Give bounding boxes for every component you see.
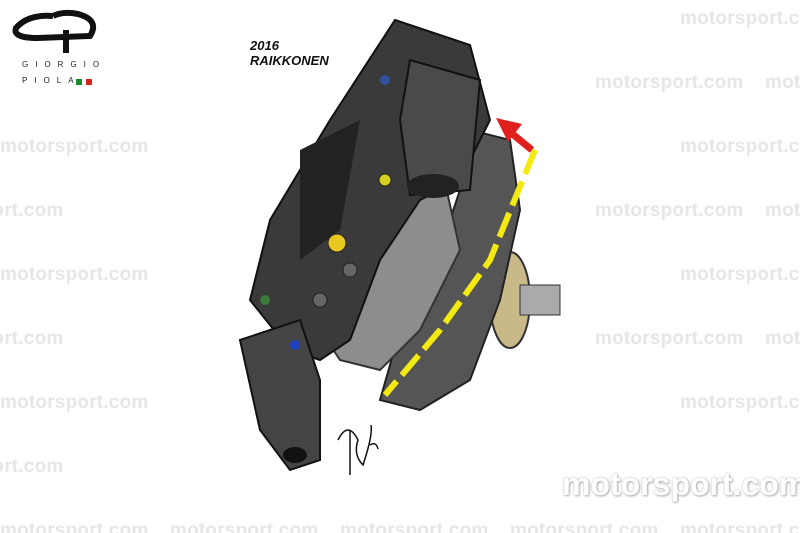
watermark-text: motorsport.com bbox=[0, 328, 64, 349]
watermark-text: motorsport.com bbox=[765, 200, 800, 221]
watermark-text: motorsport.com bbox=[595, 328, 744, 349]
watermark-text: motorsport.com bbox=[170, 520, 319, 533]
caption-driver: RAIKKONEN bbox=[250, 53, 329, 68]
display-screen bbox=[300, 120, 360, 260]
watermark-text: motorsport.com bbox=[765, 72, 800, 93]
watermark-text: motorsport.com bbox=[0, 136, 149, 157]
flag-green bbox=[76, 79, 82, 85]
watermark-text: motorsport.com bbox=[680, 136, 800, 157]
watermark-text: motorsport.com bbox=[0, 520, 149, 533]
watermark-text: motorsport.com bbox=[765, 328, 800, 349]
watermark-text: motorsport.com bbox=[680, 520, 800, 533]
gp-logo-mark bbox=[12, 9, 96, 53]
artist-signature bbox=[337, 424, 379, 475]
caption-year: 2016 bbox=[250, 38, 279, 53]
watermark-text: motorsport.com bbox=[680, 264, 800, 285]
watermark-text: motorsport.com bbox=[0, 200, 64, 221]
logo-line1: GIORGIO bbox=[22, 60, 107, 69]
highlight-line bbox=[382, 148, 538, 397]
caption: 2016 RAIKKONEN bbox=[250, 38, 329, 68]
left-grip bbox=[238, 318, 321, 472]
arrow-icon bbox=[496, 118, 535, 153]
watermark-text: motorsport.com bbox=[510, 520, 659, 533]
watermark-text: motorsport.com bbox=[595, 72, 744, 93]
watermark-text: motorsport.com bbox=[0, 264, 149, 285]
watermark-text: motorsport.com bbox=[0, 392, 149, 413]
giorgio-piola-logo: GIORGIO PIOLA bbox=[8, 8, 103, 88]
motorsport-watermark: motorsport.com bbox=[562, 466, 800, 502]
watermark-text: motorsport.com bbox=[595, 200, 744, 221]
watermark-text: motorsport.com bbox=[680, 392, 800, 413]
watermark-text: motorsport.com bbox=[680, 8, 800, 29]
flag-red bbox=[86, 79, 92, 85]
watermark-text: motorsport.com bbox=[340, 520, 489, 533]
watermark-text: motorsport.com bbox=[0, 456, 64, 477]
logo-line2: PIOLA bbox=[22, 76, 81, 85]
rotary-knobs bbox=[260, 75, 392, 350]
